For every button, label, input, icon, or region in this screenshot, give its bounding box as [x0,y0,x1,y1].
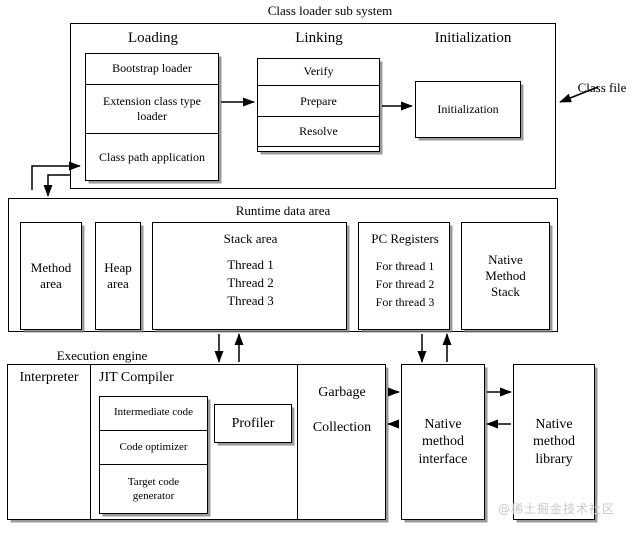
stack-area-thread-2: Thread 2 [227,275,274,290]
linking-item-resolve: Resolve [257,117,380,147]
method-area-box: Method area [20,222,82,330]
initialization-heading: Initialization [434,30,512,46]
garbage-collection-label: Garbage Collection [312,385,372,435]
stack-area-thread-3: Thread 3 [227,293,274,308]
linking-item-verify: Verify [257,58,380,86]
linking-heading: Linking [295,30,343,46]
garbage-collection-divider [297,364,298,520]
pc-registers-for-thread-2: For thread 2 [375,277,435,291]
loading-box [85,53,219,181]
arrow-feedback-into-loading [31,161,81,190]
loading-item-bootstrap-loader: Bootstrap loader [85,53,219,85]
stack-area-title: Stack area [223,231,278,246]
class-file-label: Class file [577,80,627,95]
pc-registers-for-thread-3: For thread 3 [375,295,435,309]
loading-heading: Loading [128,30,178,46]
execution-engine-title: Execution engine [56,348,148,363]
jit-stages-box [99,396,208,514]
interpreter-divider [90,364,91,520]
arrow-classloader-to-runtime [43,174,70,197]
linking-box [257,58,380,152]
diagram-title: Class loader sub system [267,3,393,18]
arrow-class-file-to-subsystem [559,86,599,103]
pc-registers-for-thread-1: For thread 1 [375,259,435,273]
loading-item-class-path-application: Class path application [99,150,205,165]
pc-registers-title: PC Registers [371,231,439,246]
native-method-library-box: Native method library [513,364,595,520]
native-method-stack-box: Native Method Stack [461,222,550,330]
jit-compiler-heading: JIT Compiler [99,370,174,385]
profiler-box: Profiler [214,404,292,443]
jit-stage-target-code-generator: Target code generator [127,476,180,502]
pc-registers-box: PC Registers For thread 1 For thread 2 F… [358,222,450,330]
stack-area-box: Stack area Thread 1 Thread 2 Thread 3 [152,222,347,330]
jit-stage-intermediate-code: Intermediate code [99,396,208,431]
native-method-interface-box: Native method interface [401,364,485,520]
runtime-data-area-title: Runtime data area [235,203,331,218]
interpreter-label: Interpreter [19,370,79,385]
loading-item-extension-class-type-loader: Extension class type loader [85,85,219,134]
initialization-box: Initialization [415,81,521,138]
jit-stage-code-optimizer: Code optimizer [99,431,208,465]
watermark: @稀土掘金技术社区 [498,502,616,516]
linking-item-prepare: Prepare [257,86,380,117]
heap-area-box: Heap area [95,222,141,330]
stack-area-thread-1: Thread 1 [227,257,274,272]
